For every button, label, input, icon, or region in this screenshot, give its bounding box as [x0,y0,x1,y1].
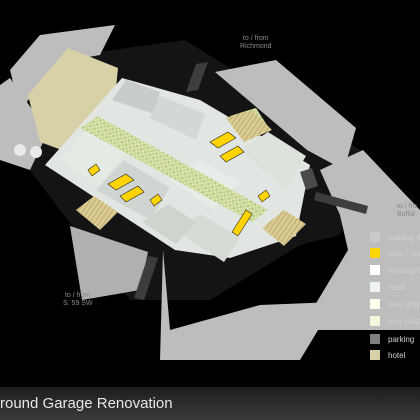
legend-swatch [370,248,380,258]
legend-swatch [370,350,380,360]
legend-swatch [370,265,380,275]
existing-building-south [178,214,240,262]
existing-building-north [112,80,160,114]
plaza-corridor [80,116,268,222]
block-south [70,226,148,300]
street-richmond [186,62,208,92]
block-east [300,150,420,330]
legend-item-loading: loading d [370,232,420,242]
callout-richmond-line1: to / from [242,35,269,42]
round-element [30,146,42,158]
legend-item-core: core / sta [370,248,420,258]
block-northeast [215,60,356,170]
legend-label: existing b [388,266,420,275]
core-element [209,131,237,149]
callout-richmond-line2: Richmond [240,43,272,50]
callout-buffalo: to / fro Buffal [397,203,417,219]
legend-label: parking [388,335,415,344]
street-s59 [134,256,158,300]
core-element [257,189,271,203]
legend-label: hotel [388,351,406,360]
core-element [107,173,135,191]
legend-item-new-plaza: new plaz [370,316,420,326]
legend-item-retail: retail [370,282,420,292]
callout-s59-line2: S. 59 SW [63,300,93,307]
legend-item-hotel: hotel [370,350,420,360]
legend-item-parking: parking [370,334,420,344]
legend-label: retail [388,283,406,292]
core-element [149,193,163,207]
core-element [119,185,145,203]
street-buffalo [314,192,368,214]
callout-s59: to / from S. 59 SW [63,292,93,308]
legend-label: loading d [388,233,420,242]
legend-swatch [370,334,380,344]
block-southeast [160,250,335,360]
callout-s59-line1: to / from [64,292,91,299]
dropoff-south [76,196,118,230]
legend-swatch [370,299,380,309]
callout-buffalo-line2: Buffal [397,211,415,218]
core-stair-group [87,131,271,237]
legend-label: new plaz [388,317,420,326]
dropoff-north [226,110,272,142]
dropoff-east [262,210,306,246]
callout-buffalo-line1: to / fro [397,203,417,210]
existing-building-south2 [142,204,196,244]
legend-item-existing: existing b [370,265,420,275]
legend-item-new-drop: new drop [370,299,420,309]
legend: loading d core / sta existing b retail n… [370,232,420,330]
core-element [219,145,245,163]
legend-swatch [370,316,380,326]
existing-building-east [240,132,306,190]
legend-swatch [370,232,380,242]
round-element [14,144,26,156]
legend-label: core / sta [388,249,420,258]
callout-richmond: to / from Richmond [240,35,272,51]
core-element [231,209,253,237]
legend-label: new drop [388,300,420,309]
title-bar: round Garage Renovation [0,387,420,420]
existing-building-northmid [150,96,205,140]
loading-slot [300,168,318,190]
legend-swatch [370,282,380,292]
core-element [87,163,101,177]
diagram-title: round Garage Renovation [0,395,173,412]
